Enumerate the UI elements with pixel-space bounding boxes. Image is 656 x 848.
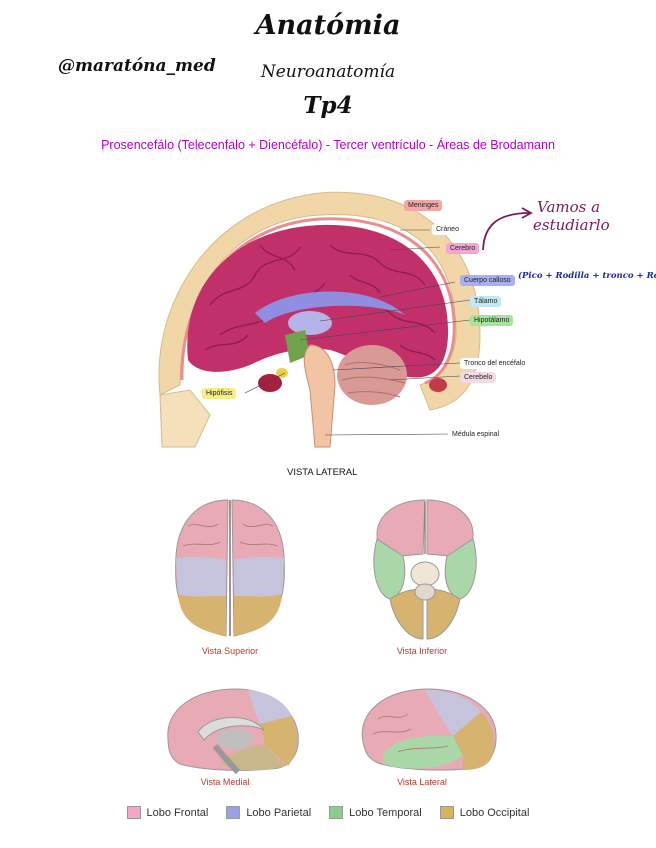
label-tronco: Tronco del encéfalo (460, 358, 529, 369)
handwritten-note-callosum: (Pico + Rodilla + tronco + Rodete) (518, 271, 656, 281)
figure-caption: VISTA LATERAL (287, 467, 357, 478)
legend-swatch-temporal (329, 806, 343, 819)
legend-label-frontal: Lobo Frontal (147, 807, 209, 819)
legend-label-parietal: Lobo Parietal (246, 807, 311, 819)
legend-swatch-parietal (226, 806, 240, 819)
handwritten-note-line2: estudiarlo (533, 217, 610, 234)
brain-medial-view (160, 684, 302, 776)
label-craneo: Cráneo (432, 224, 463, 235)
page-subtitle: Neuroanatomía (0, 62, 656, 82)
view-caption-medial: Vista Medial (165, 777, 285, 787)
label-cuerpo-calloso: Cuerpo calloso (460, 275, 515, 286)
label-talamo: Tálamo (470, 296, 501, 307)
legend-label-occipital: Lobo Occipital (460, 807, 530, 819)
page-title: Anatómia (0, 10, 656, 41)
legend-swatch-occipital (440, 806, 454, 819)
view-caption-inferior: Vista Inferior (362, 646, 482, 656)
legend-item-parietal: Lobo Parietal (226, 806, 311, 819)
view-caption-lateral: Vista Lateral (362, 777, 482, 787)
label-hipofisis: Hipófisis (202, 388, 236, 399)
handwritten-note-line1: Vamos a (537, 199, 600, 216)
legend-item-temporal: Lobo Temporal (329, 806, 422, 819)
label-cerebelo: Cerebelo (460, 372, 496, 383)
label-cerebro: Cerebro (446, 243, 479, 254)
legend-item-frontal: Lobo Frontal (127, 806, 209, 819)
brain-inferior-view (365, 494, 485, 644)
label-meninges: Meninges (404, 200, 442, 211)
label-hipotalamo: Hipotálamo (470, 315, 513, 326)
label-medula: Médula espinal (448, 429, 503, 440)
brain-lateral-view (353, 684, 501, 776)
lobe-legend: Lobo Frontal Lobo Parietal Lobo Temporal… (0, 806, 656, 819)
legend-swatch-frontal (127, 806, 141, 819)
legend-label-temporal: Lobo Temporal (349, 807, 422, 819)
topics-line: Prosencefálo (Telecenfalo + Diencéfalo) … (0, 138, 656, 152)
handwritten-arrow (478, 205, 538, 255)
view-caption-superior: Vista Superior (170, 646, 290, 656)
brain-superior-view (168, 496, 292, 642)
tp-number: Tp4 (0, 92, 656, 119)
legend-item-occipital: Lobo Occipital (440, 806, 530, 819)
